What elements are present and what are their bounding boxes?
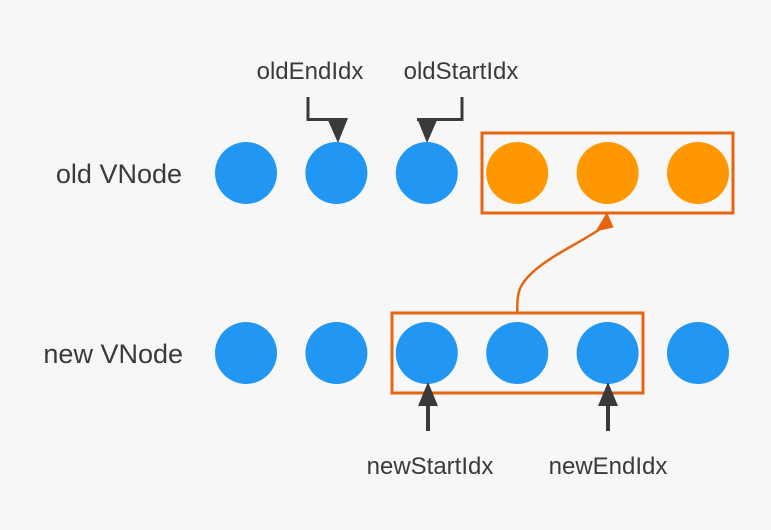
- new-start-idx-label: newStartIdx: [367, 453, 494, 480]
- old-start-idx-label: oldStartIdx: [404, 58, 519, 85]
- new-vnode-circle-1: [305, 322, 368, 384]
- new-highlight-box: [390, 311, 645, 395]
- old-vnode-circle-2: [395, 142, 458, 204]
- new-end-pointer: [598, 382, 618, 431]
- old-vnode-circle-0: [215, 142, 277, 204]
- old-start-pointer-triangle-icon: [417, 118, 438, 143]
- new-start-arrow-head-icon: [418, 382, 438, 406]
- new-vnode-row: [215, 322, 729, 384]
- new-end-arrow-head-icon: [598, 382, 618, 406]
- old-end-idx-label: oldEndIdx: [257, 58, 364, 85]
- old-end-pointer-triangle-icon: [327, 118, 348, 143]
- move-arrow: [515, 212, 614, 314]
- old-vnode-circle-1: [305, 142, 368, 204]
- new-end-idx-label: newEndIdx: [549, 453, 668, 480]
- old-vnode-circle-5: [667, 142, 729, 204]
- old-end-pointer: [306, 97, 348, 143]
- move-arrow-curve: [515, 227, 601, 314]
- old-row-label: old VNode: [56, 159, 182, 189]
- move-arrow-head-icon: [595, 212, 614, 232]
- new-vnode-circle-4: [576, 322, 639, 384]
- old-vnode-circle-3: [486, 142, 549, 204]
- old-vnode-row: [215, 142, 729, 204]
- new-vnode-circle-5: [667, 322, 729, 384]
- old-vnode-circle-4: [576, 142, 639, 204]
- new-start-pointer: [418, 382, 438, 431]
- old-start-pointer: [417, 97, 464, 143]
- new-vnode-circle-0: [215, 322, 277, 384]
- new-row-label: new VNode: [43, 339, 183, 369]
- old-highlight-box: [480, 131, 735, 215]
- new-vnode-circle-2: [395, 322, 458, 384]
- new-vnode-circle-3: [486, 322, 549, 384]
